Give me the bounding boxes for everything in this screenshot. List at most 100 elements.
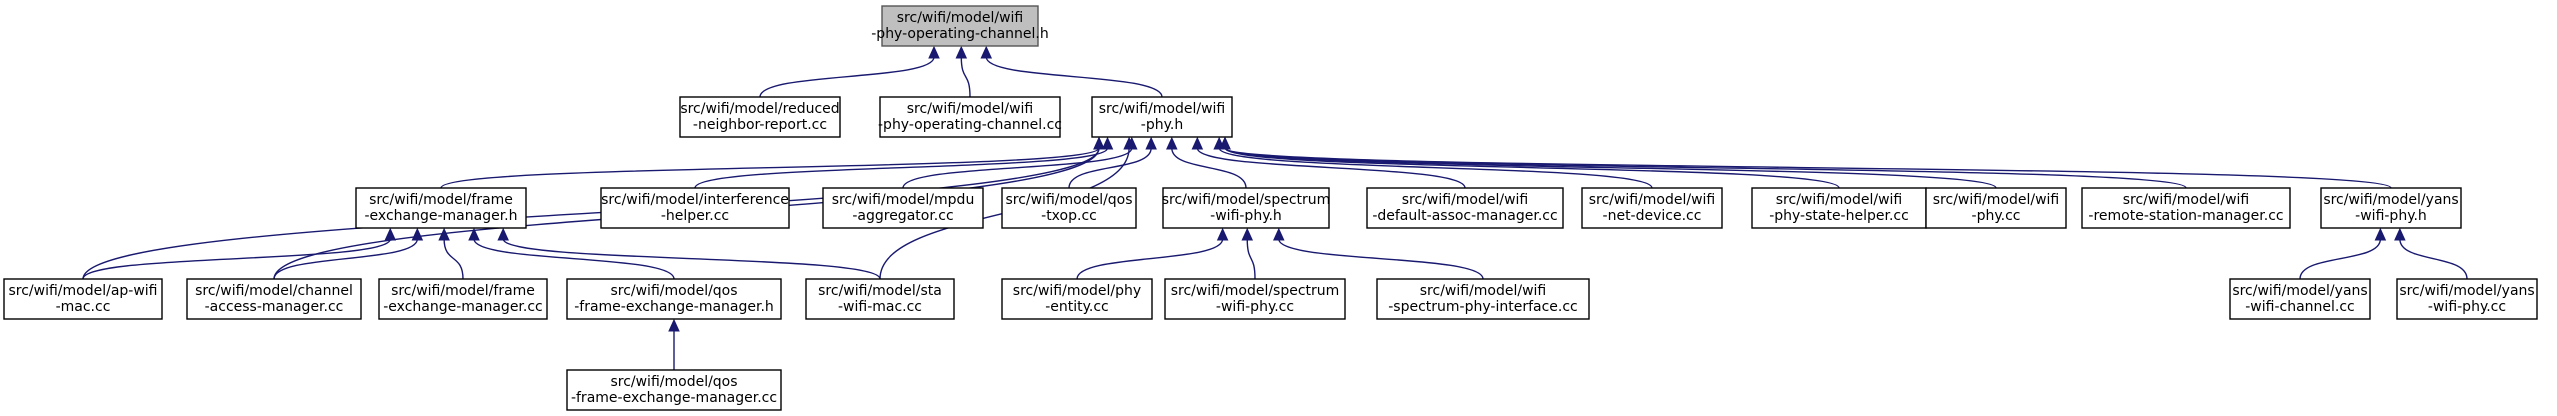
node-apwifi[interactable]: src/wifi/model/ap-wifi-mac.cc xyxy=(3,278,163,320)
node-remote[interactable]: src/wifi/model/wifi-remote-station-manag… xyxy=(2081,187,2291,229)
node-label-line: -phy-state-helper.cc xyxy=(1769,208,1909,224)
node-box xyxy=(679,96,841,138)
node-qosfemh[interactable]: src/wifi/model/qos-frame-exchange-manage… xyxy=(566,278,782,320)
node-label-line: -aggregator.cc xyxy=(852,208,953,224)
node-label-line: src/wifi/model/mpdu xyxy=(832,192,975,208)
edge-yanschan-to-yansh xyxy=(2299,227,2387,280)
edge-line xyxy=(1246,238,1256,280)
node-spectrumh[interactable]: src/wifi/model/spectrum-wifi-phy.h xyxy=(1162,187,1331,229)
node-label-line: -helper.cc xyxy=(661,208,729,224)
node-label-line: -entity.cc xyxy=(1045,299,1109,315)
node-fem[interactable]: src/wifi/model/frame-exchange-manager.h xyxy=(355,187,527,229)
edge-line xyxy=(440,147,1100,189)
node-defassoc[interactable]: src/wifi/model/wifi-default-assoc-manage… xyxy=(1366,187,1564,229)
node-phyopcc[interactable]: src/wifi/model/wifi-phy-operating-channe… xyxy=(878,96,1062,138)
edge-line xyxy=(82,147,1100,280)
node-phyentity[interactable]: src/wifi/model/phy-entity.cc xyxy=(1001,278,1153,320)
arrowhead xyxy=(1101,136,1114,150)
node-specif[interactable]: src/wifi/model/wifi-spectrum-phy-interfa… xyxy=(1376,278,1590,320)
node-yanschan[interactable]: src/wifi/model/yans-wifi-channel.cc xyxy=(2229,278,2371,320)
node-netdev[interactable]: src/wifi/model/wifi-net-device.cc xyxy=(1581,187,1723,229)
edge-apwifi-to-fem xyxy=(82,227,397,280)
edge-yansphycc-to-yansh xyxy=(2394,227,2468,280)
node-chanacc[interactable]: src/wifi/model/channel-access-manager.cc xyxy=(186,278,362,320)
edge-line xyxy=(1224,147,2392,189)
edge-line xyxy=(1068,147,1152,189)
node-label-line: src/wifi/model/wifi xyxy=(1099,101,1226,117)
edge-spectrumcc-to-spectrumh xyxy=(1241,227,1256,280)
edge-line xyxy=(1076,238,1224,280)
edge-phyentity-to-spectrumh xyxy=(1076,227,1229,280)
edge-wifiphyh-to-root xyxy=(980,45,1163,98)
edge-femcc-to-fem xyxy=(438,227,464,280)
node-spectrumcc[interactable]: src/wifi/model/spectrum-wifi-phy.cc xyxy=(1164,278,1346,320)
node-stawifi[interactable]: src/wifi/model/sta-wifi-mac.cc xyxy=(805,278,955,320)
node-box xyxy=(1091,96,1233,138)
node-label-line: src/wifi/model/interference xyxy=(601,192,789,208)
node-box xyxy=(2081,187,2291,229)
node-box xyxy=(2320,187,2462,229)
node-box xyxy=(1376,278,1590,320)
node-label-line: src/wifi/model/qos xyxy=(1005,192,1132,208)
arrowhead xyxy=(468,227,480,241)
edge-line xyxy=(960,56,971,98)
node-label-line: src/wifi/model/wifi xyxy=(2123,192,2250,208)
node-mpdu[interactable]: src/wifi/model/mpdu-aggregator.cc xyxy=(822,187,984,229)
node-label-line: -remote-station-manager.cc xyxy=(2088,208,2283,224)
node-qosfemcc[interactable]: src/wifi/model/qos-frame-exchange-manage… xyxy=(566,369,782,411)
node-femcc[interactable]: src/wifi/model/frame-exchange-manager.cc xyxy=(378,278,548,320)
node-box xyxy=(186,278,362,320)
nodes-layer: src/wifi/model/wifi-phy-operating-channe… xyxy=(3,5,2538,411)
node-box xyxy=(881,5,1039,47)
node-box xyxy=(566,369,782,411)
node-phycc[interactable]: src/wifi/model/wifi-phy.cc xyxy=(1925,187,2067,229)
node-label-line: -wifi-phy.cc xyxy=(1216,299,1294,315)
edge-phyopcc-to-root xyxy=(955,45,971,98)
node-root[interactable]: src/wifi/model/wifi-phy-operating-channe… xyxy=(871,5,1049,47)
edge-line xyxy=(1218,147,1653,189)
edge-line xyxy=(1224,147,2187,189)
node-label-line: src/wifi/model/wifi xyxy=(1420,283,1547,299)
arrowhead xyxy=(384,227,397,241)
node-box xyxy=(566,278,782,320)
node-yansphycc[interactable]: src/wifi/model/yans-wifi-phy.cc xyxy=(2396,278,2538,320)
edge-qostxop-to-wifiphyh xyxy=(1068,136,1157,189)
node-wifiphyh[interactable]: src/wifi/model/wifi-phy.h xyxy=(1091,96,1233,138)
node-label-line: src/wifi/model/wifi xyxy=(907,101,1034,117)
edge-spectrumh-to-wifiphyh xyxy=(1166,136,1247,189)
edge-chanacc-to-fem xyxy=(273,227,424,280)
node-label-line: -exchange-manager.cc xyxy=(383,299,543,315)
node-yansh[interactable]: src/wifi/model/yans-wifi-phy.h xyxy=(2320,187,2462,229)
node-interf[interactable]: src/wifi/model/interference-helper.cc xyxy=(600,187,790,229)
node-label-line: -mac.cc xyxy=(56,299,111,315)
edge-line xyxy=(1224,147,1997,189)
node-box xyxy=(822,187,984,229)
arrowhead xyxy=(980,45,993,59)
edge-line xyxy=(985,56,1163,98)
node-label-line: -wifi-phy.h xyxy=(2355,208,2427,224)
node-label-line: -wifi-channel.cc xyxy=(2245,299,2355,315)
edge-phycc-to-wifiphyh xyxy=(1219,136,1997,189)
node-statehelper[interactable]: src/wifi/model/wifi-phy-state-helper.cc xyxy=(1751,187,1927,229)
node-label-line: src/wifi/model/qos xyxy=(610,374,737,390)
edge-line xyxy=(443,238,464,280)
node-label-line: -phy.cc xyxy=(1972,208,2021,224)
node-box xyxy=(378,278,548,320)
arrowhead xyxy=(1191,136,1204,150)
node-box xyxy=(1925,187,2067,229)
node-box xyxy=(805,278,955,320)
node-label-line: -wifi-phy.h xyxy=(1210,208,1282,224)
node-qostxop[interactable]: src/wifi/model/qos-txop.cc xyxy=(1001,187,1137,229)
arrowhead xyxy=(1273,227,1285,241)
edge-stawifi-to-fem xyxy=(497,227,881,280)
node-box xyxy=(1162,187,1330,229)
node-label-line: -frame-exchange-manager.h xyxy=(574,299,774,315)
edge-line xyxy=(902,147,1133,189)
edge-specif-to-spectrumh xyxy=(1273,227,1484,280)
arrowhead xyxy=(1166,136,1178,150)
node-label-line: src/wifi/model/spectrum xyxy=(1171,283,1340,299)
node-reduced[interactable]: src/wifi/model/reduced-neighbor-report.c… xyxy=(679,96,841,138)
node-label-line: src/wifi/model/wifi xyxy=(1402,192,1529,208)
edge-line xyxy=(694,147,1109,189)
